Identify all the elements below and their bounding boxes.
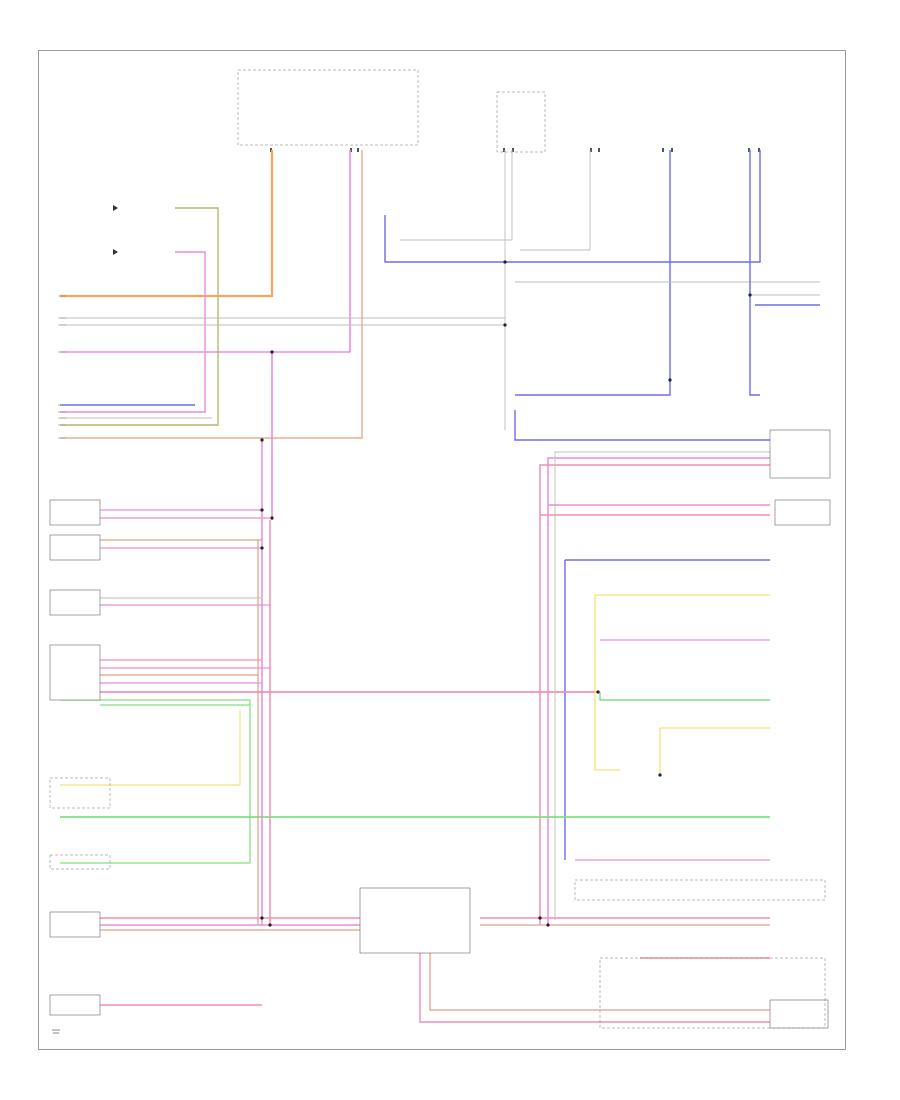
- ground-symbol: [52, 1029, 60, 1034]
- module-right-2: [774, 499, 831, 526]
- wire-olive-left: [60, 207, 219, 426]
- splice-box-center: [359, 887, 471, 954]
- diagram-frame: [38, 50, 846, 1050]
- module-left-5: [49, 777, 111, 809]
- top-right-module-box: [496, 91, 546, 153]
- module-right-bottom: [769, 999, 829, 1029]
- wire-brown-vert-bottom: [429, 945, 770, 1011]
- wire-blue-top: [384, 150, 761, 263]
- module-right-lower-dash: [574, 879, 826, 901]
- wire-magenta-left: [60, 251, 206, 413]
- junction-dots: [260, 260, 752, 927]
- module-left-1: [49, 499, 101, 526]
- wire-orange-left-2: [60, 150, 363, 439]
- wire-gray-top-right-2: [520, 150, 591, 251]
- wire-yellow-right-2: [659, 727, 770, 775]
- wire-pink-vert-bottom: [419, 945, 770, 1023]
- wire-yellow-right-1: [594, 594, 770, 771]
- module-left-3: [49, 589, 101, 616]
- wire-blue-mid: [515, 150, 671, 396]
- module-right-top: [769, 429, 831, 479]
- top-header-box: [237, 69, 419, 146]
- wire-green-low: [60, 699, 251, 864]
- wire-gray-right-long: [554, 451, 770, 920]
- module-left-8: [49, 994, 101, 1016]
- wire-blue-lower: [514, 410, 770, 441]
- wire-gray-top-right: [400, 150, 513, 241]
- module-left-6: [49, 854, 111, 870]
- wire-yellow-left: [60, 710, 241, 786]
- module-right-bottom-dash: [599, 957, 826, 1029]
- wire-pink-right-long: [539, 464, 770, 925]
- wire-blue-right-long: [749, 150, 760, 396]
- module-left-2: [49, 534, 101, 561]
- left-pin-ticks: [58, 295, 66, 439]
- top-connector-pins: [270, 148, 760, 152]
- wire-magenta-1: [60, 150, 351, 353]
- sensor-arrows: [113, 205, 118, 255]
- module-left-7: [49, 911, 101, 938]
- wire-blue-right-vert: [564, 559, 770, 860]
- wire-green-mid: [599, 692, 770, 701]
- module-left-4: [49, 644, 101, 701]
- wire-orange-top: [60, 150, 274, 298]
- wire-magenta-right-long: [547, 457, 770, 925]
